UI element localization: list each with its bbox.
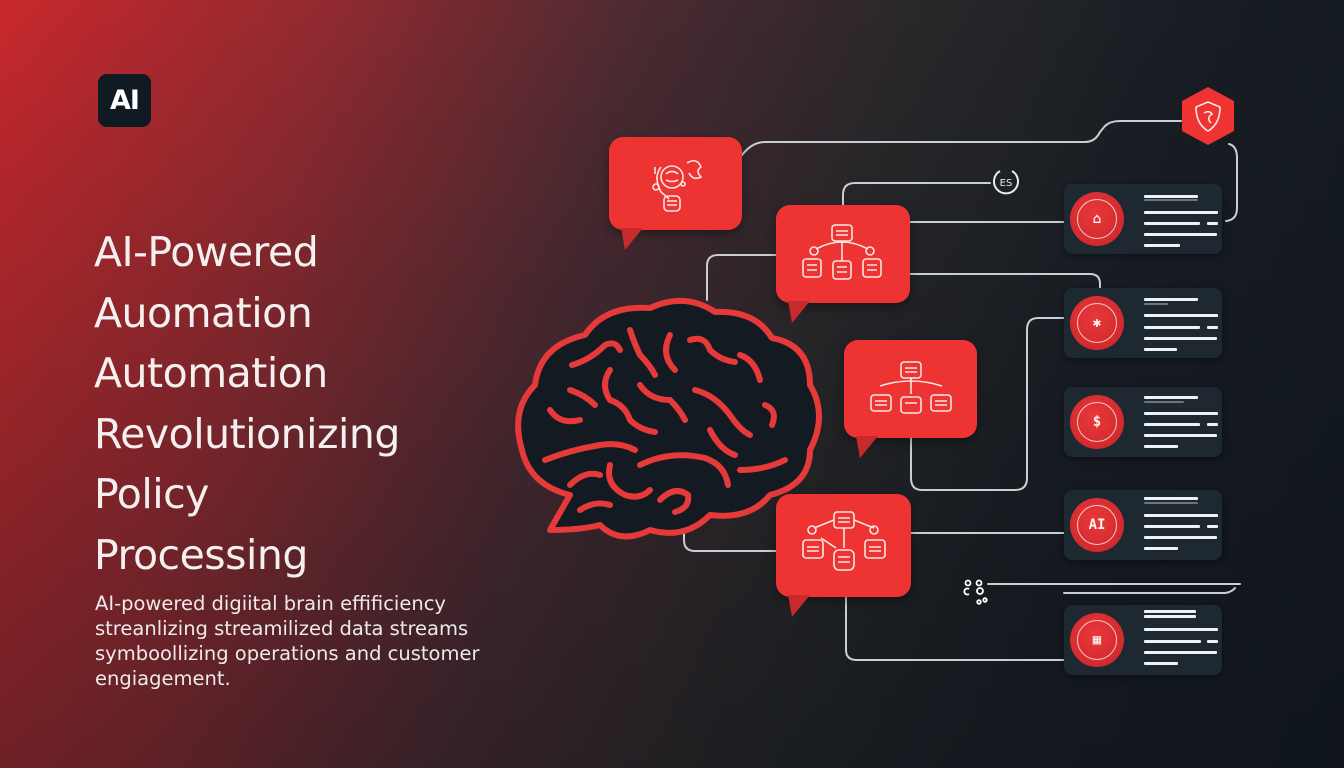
- text-line: [1144, 434, 1217, 437]
- speech-bubble-2[interactable]: [776, 205, 910, 323]
- card-glyph: $: [1092, 414, 1102, 430]
- ai-text-icon: AI: [1070, 498, 1124, 552]
- finance-icon: $: [1070, 395, 1124, 449]
- text-line: [1144, 423, 1200, 426]
- subtitle-line: streanlizing streamilized data streams: [95, 617, 469, 640]
- text-line: [1144, 615, 1196, 618]
- shield-hexagon-node[interactable]: [1181, 86, 1235, 146]
- info-card-3[interactable]: $: [1064, 387, 1222, 457]
- bubble-tail: [856, 436, 878, 458]
- text-line: [1144, 348, 1177, 351]
- headline-line: Policy: [94, 470, 209, 518]
- bubble-tail: [621, 228, 643, 250]
- text-line: [1144, 497, 1198, 500]
- text-line: [1144, 547, 1178, 550]
- data-grid-icon: ▦: [1070, 613, 1124, 667]
- document-policy-icon: ⌂: [1070, 192, 1124, 246]
- text-line: [1144, 412, 1218, 415]
- text-line: [1144, 233, 1217, 236]
- scatter-dots-icon: [963, 579, 988, 605]
- text-line: [1144, 514, 1218, 517]
- bubble-tail: [788, 301, 810, 323]
- text-line: [1144, 610, 1196, 613]
- info-card-5[interactable]: ▦: [1064, 605, 1222, 675]
- headline-line: AI-Powered: [94, 228, 319, 276]
- subtitle-line: AI-powered digiital brain effificiency: [95, 592, 446, 615]
- headline-line: Processing: [94, 530, 308, 579]
- text-line: [1144, 337, 1217, 340]
- text-line: [1144, 314, 1218, 317]
- text-line: [1144, 244, 1180, 247]
- info-card-1[interactable]: ⌂: [1064, 184, 1222, 254]
- text-line: [1144, 640, 1201, 643]
- flowchart-icon: [870, 361, 952, 414]
- subtitle-line: symboollizing operations and customer: [95, 642, 480, 665]
- speech-bubble-4[interactable]: [776, 494, 911, 617]
- card-glyph: AI: [1088, 517, 1106, 533]
- bubble-tail: [788, 595, 810, 617]
- info-card-2[interactable]: ✱: [1064, 288, 1222, 358]
- text-line: [1144, 628, 1218, 631]
- lightbulb-gears-icon: [652, 159, 703, 212]
- text-line: [1144, 525, 1200, 528]
- text-line: [1144, 222, 1200, 225]
- text-line: [1144, 502, 1198, 504]
- headline-line: Auomation: [94, 288, 313, 337]
- headline-line: Revolutionizing: [94, 409, 400, 458]
- shield-icon: [1195, 101, 1221, 132]
- headline-line: Automation: [94, 349, 328, 397]
- card-glyph: ⌂: [1092, 211, 1102, 227]
- text-line: [1144, 401, 1184, 403]
- text-line: [1144, 536, 1217, 539]
- text-line: [1144, 662, 1178, 665]
- text-line: [1144, 651, 1217, 654]
- process-icon: ✱: [1070, 296, 1124, 350]
- text-line: [1144, 445, 1178, 448]
- text-line: [1144, 199, 1198, 201]
- flowchart-icon: [802, 224, 882, 280]
- svg-text:ES: ES: [1000, 178, 1013, 189]
- card-glyph: ✱: [1092, 315, 1102, 331]
- text-line: [1207, 222, 1218, 225]
- headline: AI-Powered Auomation Automation Revoluti…: [94, 222, 400, 585]
- text-line: [1207, 423, 1218, 426]
- text-line: [1207, 326, 1218, 329]
- brain-icon: [515, 297, 822, 540]
- speech-bubble-3[interactable]: [844, 340, 977, 458]
- text-line: [1144, 298, 1198, 301]
- text-line: [1144, 211, 1218, 214]
- text-line: [1144, 396, 1198, 399]
- info-card-4[interactable]: AI: [1064, 490, 1222, 560]
- text-line: [1144, 195, 1198, 198]
- text-line: [1144, 326, 1200, 329]
- refresh-cycle-icon[interactable]: ES: [990, 166, 1022, 198]
- card-glyph: ▦: [1092, 632, 1102, 648]
- text-line: [1144, 303, 1168, 305]
- text-line: [1207, 525, 1218, 528]
- subtitle: AI-powered digiital brain effificiency s…: [95, 591, 535, 691]
- flowchart-icon: [802, 511, 886, 571]
- text-line: [1207, 640, 1218, 643]
- ai-logo-badge: AI: [98, 74, 151, 127]
- speech-bubble-1[interactable]: [609, 137, 742, 250]
- subtitle-line: engiagement.: [95, 667, 231, 690]
- logo-label: AI: [110, 85, 140, 116]
